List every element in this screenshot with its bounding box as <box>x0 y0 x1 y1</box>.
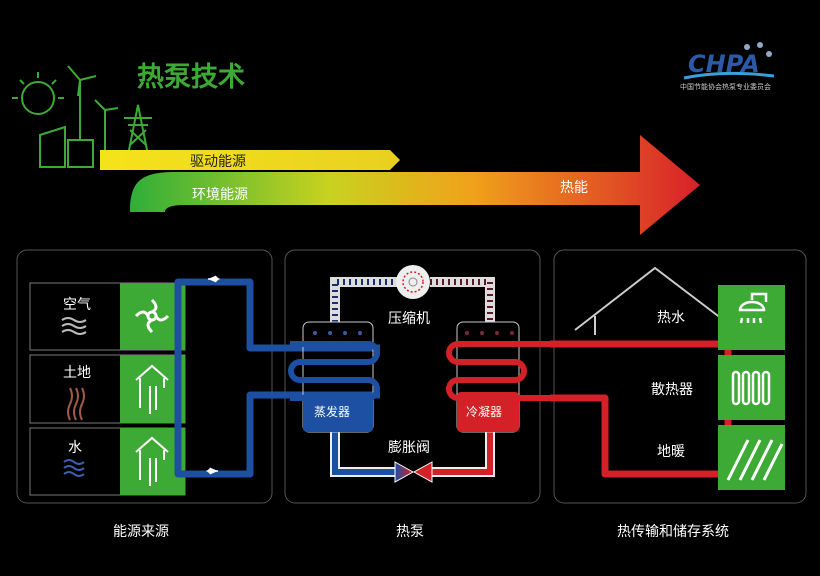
chpa-logo: CHPA <box>683 42 775 80</box>
fan-icon <box>134 298 170 334</box>
source-air-label: 空气 <box>63 297 91 313</box>
earth-heat-icon <box>67 387 85 421</box>
ambient-energy-arrow <box>130 135 700 235</box>
radiator-label: 散热器 <box>651 382 693 398</box>
water-probe-icon <box>135 436 169 486</box>
source-water-label: 水 <box>68 440 82 456</box>
distribution-caption: 热传输和储存系统 <box>617 524 729 540</box>
ambient-energy-label: 环境能源 <box>192 187 248 203</box>
evaporator-label: 蒸发器 <box>314 405 351 419</box>
source-ground-label: 土地 <box>63 365 91 381</box>
compressor-label: 压缩机 <box>388 311 430 327</box>
heat-pump-panel <box>284 249 541 504</box>
logo-subtitle: 中国节能协会热泵专业委员会 <box>680 83 771 91</box>
sources-caption: 能源来源 <box>113 524 169 540</box>
refrigerant-circuit <box>330 277 495 477</box>
condenser-label: 冷凝器 <box>466 405 503 419</box>
flow-arrow-icon <box>208 275 220 283</box>
driving-energy-label: 驱动能源 <box>190 154 246 170</box>
distribution-panel <box>553 249 807 504</box>
expansion-valve-label: 膨胀阀 <box>388 440 430 456</box>
sources-panel <box>16 249 273 504</box>
radiator-icon <box>731 370 771 406</box>
page-title: 热泵技术 <box>137 62 245 93</box>
heat-pump-caption: 热泵 <box>396 524 424 540</box>
distribution-loop-pipe <box>550 340 732 478</box>
air-waves-icon <box>61 317 87 335</box>
driving-energy-arrow <box>100 150 400 170</box>
condenser <box>446 321 550 433</box>
ground-probe-icon <box>135 364 169 414</box>
floor-heating-label: 地暖 <box>657 444 685 460</box>
flow-arrow-icon <box>206 467 218 475</box>
compressor-icon <box>396 265 430 299</box>
heat-energy-label: 热能 <box>560 180 588 196</box>
shower-icon <box>738 292 768 324</box>
evaporator <box>288 321 380 433</box>
hot-water-label: 热水 <box>657 310 685 326</box>
water-waves-icon <box>63 459 85 477</box>
source-loop-pipe <box>174 278 380 478</box>
expansion-valve-icon <box>394 461 433 483</box>
floor-heating-icon <box>726 439 784 481</box>
renewable-energy-icon <box>12 65 152 168</box>
